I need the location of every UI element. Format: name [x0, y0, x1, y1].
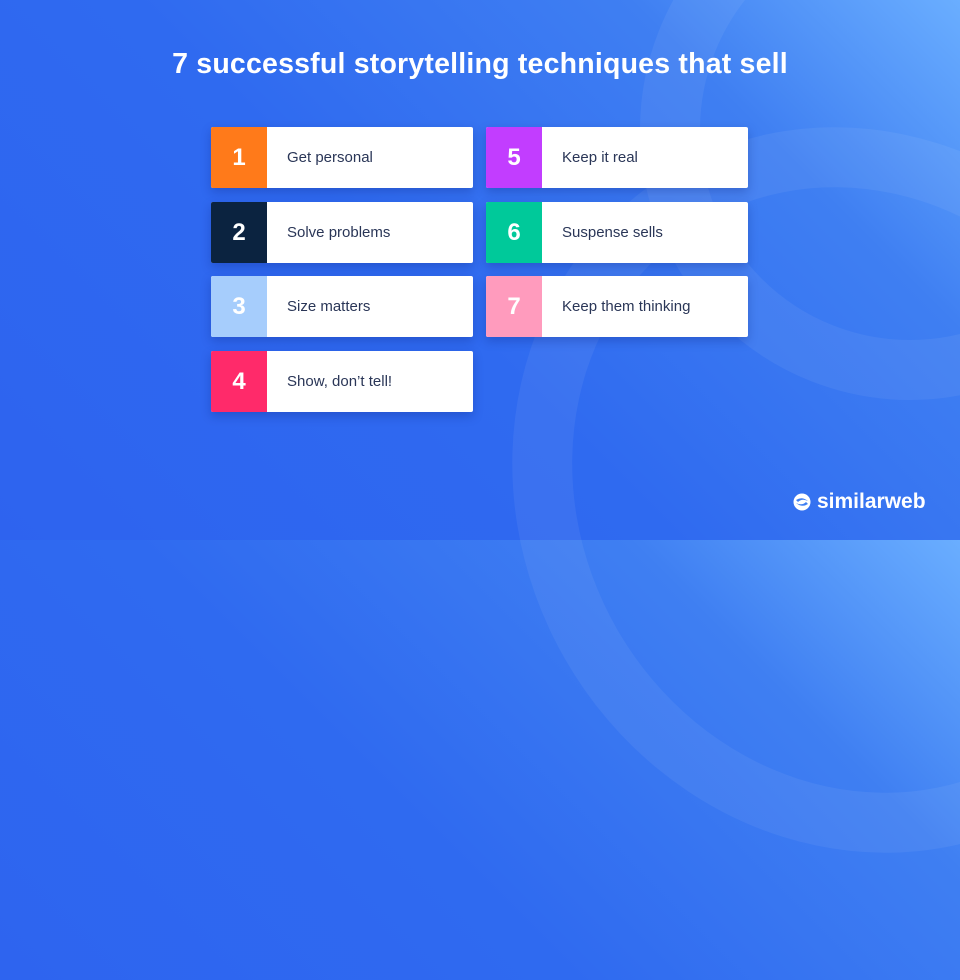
- technique-card-3: 3 Size matters: [211, 276, 473, 337]
- technique-label: Keep them thinking: [562, 298, 691, 315]
- technique-card-1: 1 Get personal: [211, 127, 473, 188]
- number-badge: 4: [211, 351, 267, 412]
- technique-card-7: 7 Keep them thinking: [486, 276, 748, 337]
- similarweb-logo-icon: [793, 493, 811, 511]
- technique-label: Solve problems: [287, 224, 391, 241]
- technique-label: Get personal: [287, 149, 373, 166]
- technique-label: Suspense sells: [562, 224, 663, 241]
- brand-name: similarweb: [817, 490, 926, 513]
- technique-label: Size matters: [287, 298, 371, 315]
- number-badge: 2: [211, 202, 267, 263]
- page-title: 7 successful storytelling techniques tha…: [172, 48, 788, 80]
- number-badge: 5: [486, 127, 542, 188]
- technique-label: Show, don’t tell!: [287, 373, 393, 390]
- brand-logo: similarweb: [793, 490, 926, 514]
- technique-card-4: 4 Show, don’t tell!: [211, 351, 473, 412]
- technique-card-5: 5 Keep it real: [486, 127, 748, 188]
- number-badge: 1: [211, 127, 267, 188]
- technique-card-6: 6 Suspense sells: [486, 202, 748, 263]
- technique-card-2: 2 Solve problems: [211, 202, 473, 263]
- number-badge: 6: [486, 202, 542, 263]
- technique-label: Keep it real: [562, 149, 638, 166]
- number-badge: 7: [486, 276, 542, 337]
- number-badge: 3: [211, 276, 267, 337]
